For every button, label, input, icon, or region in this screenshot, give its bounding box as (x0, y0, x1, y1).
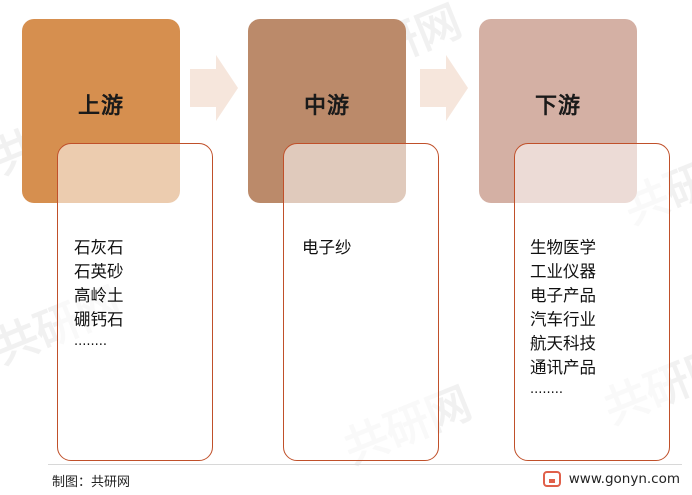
list-item: ........ (74, 334, 108, 349)
midstream-title: 中游 (303, 94, 350, 119)
list-item: 通讯产品 (530, 358, 596, 377)
arrow-right-icon (190, 55, 238, 121)
source-label: 制图：共研网 (52, 475, 131, 490)
footer-divider (48, 464, 682, 465)
list-item: 石英砂 (74, 262, 124, 281)
list-item: 硼钙石 (74, 310, 124, 329)
list-item: 汽车行业 (530, 310, 596, 329)
footer-website[interactable]: www.gonyn.com (542, 471, 680, 487)
list-item: 生物医学 (530, 238, 596, 257)
list-item: ........ (530, 382, 564, 397)
website-label: www.gonyn.com (568, 471, 680, 487)
downstream-card (514, 143, 670, 461)
arrow-right-icon (420, 55, 468, 121)
midstream-list: 电子纱 (302, 236, 352, 260)
upstream-list: 石灰石 石英砂 高岭土 硼钙石 ........ (74, 236, 124, 352)
downstream-list: 生物医学 工业仪器 电子产品 汽车行业 航天科技 通讯产品 ........ (530, 236, 596, 400)
list-item: 工业仪器 (530, 262, 596, 281)
list-item: 电子产品 (530, 286, 596, 305)
upstream-card (57, 143, 213, 461)
list-item: 电子纱 (302, 238, 352, 257)
list-item: 石灰石 (74, 238, 124, 257)
downstream-title: 下游 (534, 94, 581, 119)
list-item: 高岭土 (74, 286, 124, 305)
gonyn-logo-icon (542, 471, 561, 487)
upstream-title: 上游 (77, 94, 124, 119)
list-item: 航天科技 (530, 334, 596, 353)
midstream-card (283, 143, 439, 461)
